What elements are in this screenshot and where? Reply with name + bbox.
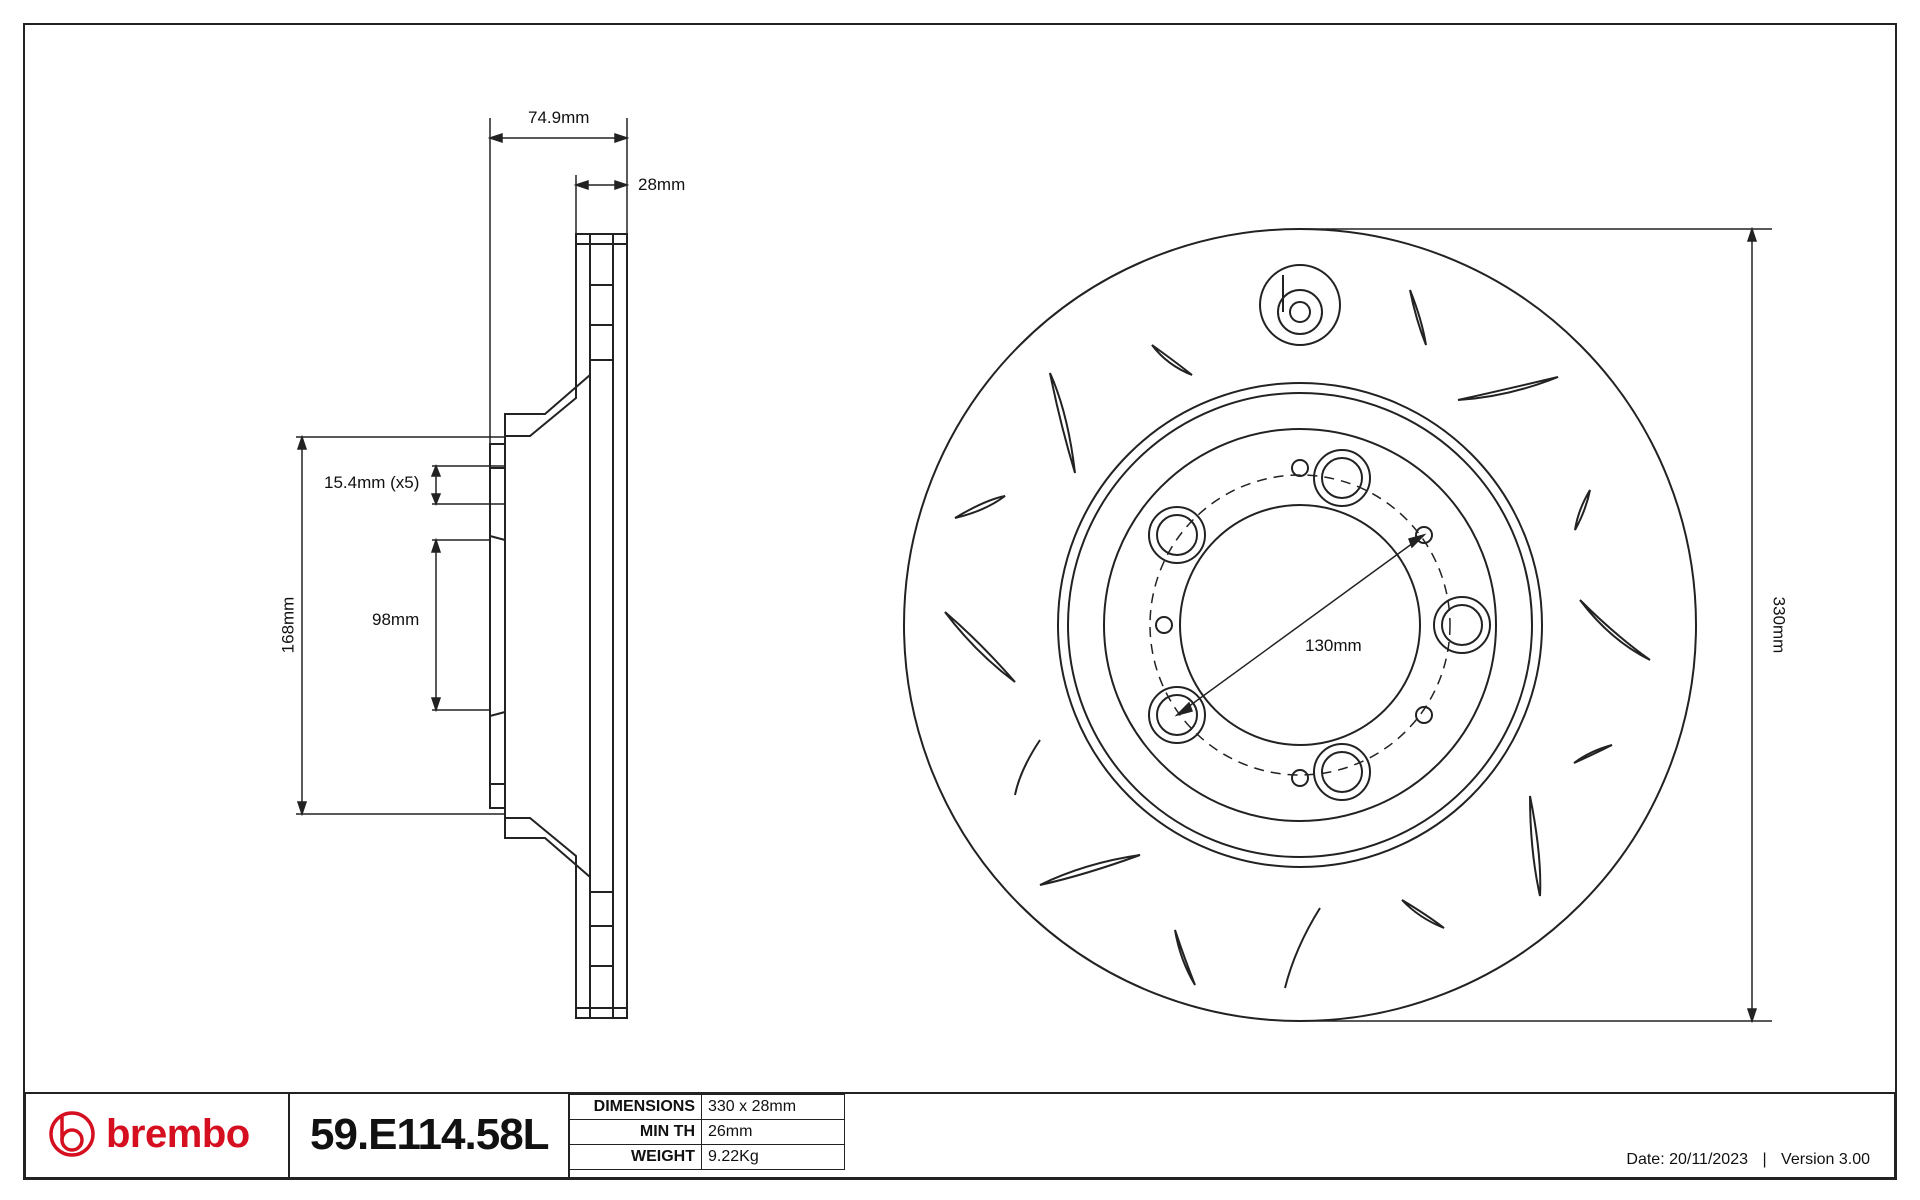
front-dimension-lines <box>1174 226 1772 1024</box>
spec-row: DIMENSIONS 330 x 28mm <box>568 1094 845 1120</box>
version-label: Version 3.00 <box>1781 1151 1870 1168</box>
spec-label: DIMENSIONS <box>568 1094 702 1120</box>
dim-hat-diameter: 168mm <box>278 596 298 654</box>
part-number: 59.E114.58L <box>310 1110 550 1159</box>
brand-name: brembo <box>106 1112 250 1156</box>
spec-row: MIN TH 26mm <box>568 1119 845 1145</box>
slot-pattern <box>944 289 1651 989</box>
document-meta: Date: 20/11/2023 | Version 3.00 <box>1626 1151 1870 1169</box>
spec-table: DIMENSIONS 330 x 28mm MIN TH 26mm WEIGHT… <box>568 1094 845 1170</box>
side-view <box>296 118 628 1019</box>
spec-value: 26mm <box>701 1119 845 1145</box>
front-view <box>903 228 1697 1022</box>
title-block: brembo 59.E114.58L DIMENSIONS 330 x 28mm… <box>24 1092 1896 1179</box>
dim-bolt-circle: 130mm <box>1305 636 1362 655</box>
center-bore <box>1179 504 1421 746</box>
logo-cell: brembo <box>26 1094 290 1177</box>
dim-center-bore: 98mm <box>372 610 420 629</box>
dim-outer-diameter: 330mm <box>1769 596 1789 654</box>
part-number-cell: 59.E114.58L <box>288 1094 570 1177</box>
dim-overall-width: 74.9mm <box>528 108 590 127</box>
spec-value: 9.22Kg <box>701 1144 845 1170</box>
side-dimension-lines <box>296 132 630 817</box>
spec-row: WEIGHT 9.22Kg <box>568 1144 845 1170</box>
disc-brand-emblem <box>1259 264 1341 346</box>
meta-separator: | <box>1762 1151 1767 1168</box>
dim-bolt-hole: 15.4mm (x5) <box>324 473 420 492</box>
lug-hole-group <box>1148 449 1491 801</box>
issue-date: Date: 20/11/2023 <box>1626 1151 1748 1168</box>
brembo-logo-mark <box>49 1111 95 1157</box>
spec-label: WEIGHT <box>568 1144 702 1170</box>
spec-label: MIN TH <box>568 1119 702 1145</box>
drawing-frame <box>23 23 1897 1180</box>
dim-thickness: 28mm <box>638 175 686 194</box>
spec-value: 330 x 28mm <box>701 1094 845 1120</box>
